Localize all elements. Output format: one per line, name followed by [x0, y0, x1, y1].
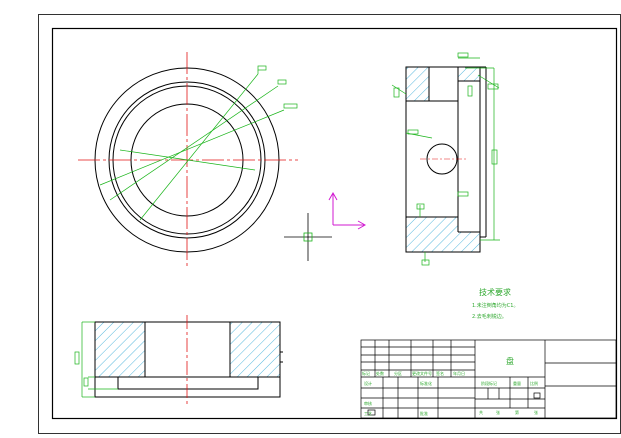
front-dimensions — [74, 321, 118, 398]
tech-req-note: 1.未注倒角均为C1。 — [472, 302, 518, 309]
sheet-inner-border — [51, 27, 618, 420]
crosshair-cursor — [284, 213, 332, 261]
label-weight: 重量 — [513, 380, 521, 386]
label-scale: 比例 — [530, 380, 538, 386]
label-count: 处数 — [376, 370, 384, 376]
front-section-view — [74, 315, 283, 405]
label-designer: 设计 — [364, 380, 372, 386]
tech-req-note: 2.去毛刺锐边。 — [472, 313, 507, 320]
label-signature: 签名 — [436, 370, 444, 376]
side-section-view — [391, 52, 500, 266]
part-name: 盘 — [506, 356, 514, 366]
label-approve: 批准 — [420, 410, 428, 416]
tech-req-title: 技术要求 — [479, 287, 511, 297]
label-standardize: 标准化 — [420, 380, 432, 386]
diameter-dimensions — [99, 65, 298, 221]
top-view — [78, 52, 298, 268]
title-block-text: 盘 标记 处数 分区 更改文件号 签名 年月日 设计 标准化 审核 工艺 批准 … — [362, 356, 538, 416]
label-stage-mark: 阶段标记 — [481, 380, 497, 386]
label-sheet-unit: 张 — [534, 409, 538, 415]
title-block — [360, 339, 617, 419]
label-reviewer: 审核 — [364, 400, 372, 406]
label-sheet-no: 第 — [515, 409, 519, 415]
side-dimensions — [391, 52, 500, 266]
label-sheet: 张 — [496, 409, 500, 415]
label-sheets-total: 共 — [479, 409, 483, 415]
ucs-icon — [328, 191, 367, 230]
label-process: 工艺 — [364, 411, 372, 416]
technical-requirements: 技术要求 1.未注倒角均为C1。 2.去毛刺锐边。 — [472, 287, 518, 320]
label-mark: 标记 — [362, 370, 370, 376]
label-date: 年月日 — [453, 370, 465, 376]
label-change-doc: 更改文件号 — [412, 370, 432, 376]
label-zone: 分区 — [394, 370, 402, 376]
